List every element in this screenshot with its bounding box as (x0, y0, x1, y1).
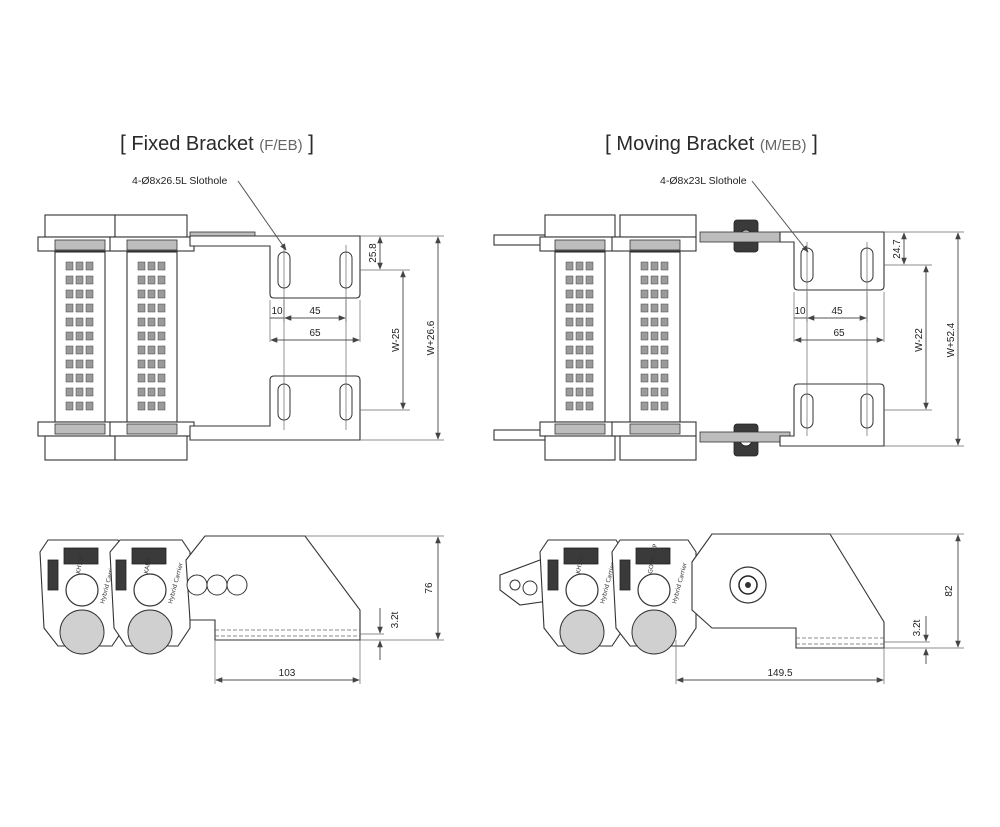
fixed-dim-thickness: 3.2t (390, 611, 401, 628)
svg-text:KH52K: KH52K (75, 552, 86, 574)
fixed-dim-height: 76 (424, 582, 435, 594)
fixed-bracket-title: [ Fixed Bracket (F/EB) ] (120, 132, 314, 155)
fixed-dim-slot-top: 25.8 (368, 243, 379, 263)
moving-bracket-title: [ Moving Bracket (M/EB) ] (605, 132, 818, 155)
moving-dim-thickness: 3.2t (912, 619, 923, 636)
moving-top-view: 4-Ø8x23L Slothole 24.7 W-22 W+52.4 10 45… (493, 175, 964, 461)
moving-dim-pitch: 45 (831, 306, 843, 317)
cell-grid-1 (65, 261, 94, 411)
moving-dim-length: 149.5 (767, 668, 792, 679)
upper-moving-plate (699, 231, 791, 243)
chain-link-top-3 (539, 214, 621, 461)
fixed-top-view: 4-Ø8x26.5L Slothole 25.8 W-25 W+26.6 10 … (37, 175, 444, 461)
svg-text:KABA: KABA (143, 556, 153, 574)
upper-bracket-plate (189, 235, 361, 299)
fixed-dim-between: W-25 (391, 328, 402, 352)
fixed-bracket-title-main: Fixed Bracket (131, 133, 254, 155)
lower-bracket-plate (189, 375, 361, 441)
fixed-slothole-callout: 4-Ø8x26.5L Slothole (132, 175, 228, 187)
moving-dim-overall: W+52.4 (946, 322, 957, 357)
fixed-dim-overall: W+26.6 (426, 320, 437, 355)
cell-grid-3 (565, 261, 594, 411)
chain-link-top-2 (109, 214, 195, 461)
fixed-side-view: Hybrid Carrier KH52K Hybrid Carrier KABA… (39, 535, 444, 684)
lower-moving-plate (699, 431, 791, 443)
moving-dim-offset: 10 (794, 306, 806, 317)
fixed-dim-width: 65 (309, 328, 321, 339)
moving-dim-width: 65 (833, 328, 845, 339)
fixed-dim-offset: 10 (271, 306, 283, 317)
cell-grid-4 (640, 261, 669, 411)
moving-bracket-title-main: Moving Bracket (616, 133, 755, 155)
fixed-dim-length: 103 (279, 668, 296, 679)
cell-grid-2 (137, 261, 166, 411)
moving-dim-slot-top: 24.7 (892, 239, 903, 259)
chain-link-side-3: Hybrid Carrier KH52K (539, 539, 625, 655)
moving-side-view: Hybrid Carrier KH52K Hybrid Carrier GOIN… (499, 533, 964, 684)
moving-dim-between: W-22 (914, 328, 925, 352)
moving-bracket-code: (M/EB) (759, 137, 807, 154)
moving-dim-height: 82 (944, 585, 955, 597)
moving-slothole-callout: 4-Ø8x23L Slothole (660, 175, 747, 187)
chain-link-side-4: Hybrid Carrier GOING UP (611, 539, 697, 655)
svg-text:KH52K: KH52K (575, 552, 586, 574)
fixed-bracket-code: (F/EB) (259, 137, 303, 154)
moving-side-bracket (691, 533, 885, 649)
chain-link-side-2: Hybrid Carrier KABA (109, 539, 191, 655)
chain-link-top-1 (37, 214, 123, 461)
fixed-dim-pitch: 45 (309, 306, 321, 317)
chain-link-top-4 (611, 214, 697, 461)
chain-link-side-1: Hybrid Carrier KH52K (39, 539, 125, 655)
